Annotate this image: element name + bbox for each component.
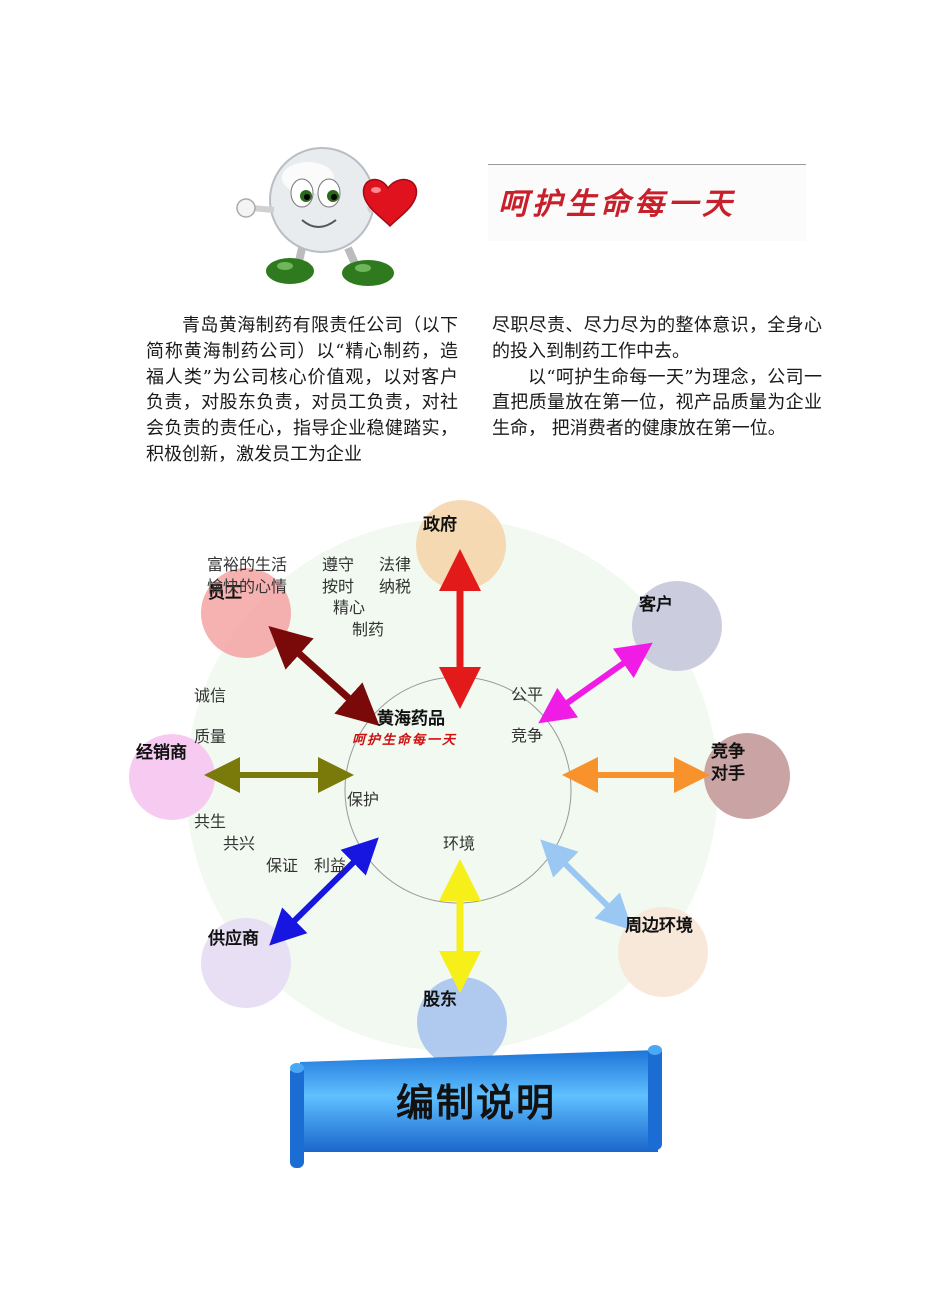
label-on-time: 按时 bbox=[322, 577, 354, 596]
node-circle-distributor bbox=[129, 734, 215, 820]
label-compete: 竞争 bbox=[511, 726, 543, 745]
intro-paragraph-left: 青岛黄海制药有限责任公司（以下简称黄海制药公司）以“精心制药，造福人类”为公司核… bbox=[146, 315, 458, 465]
label-coexist: 共生 bbox=[194, 812, 226, 831]
scroll-banner-shape bbox=[290, 1045, 662, 1168]
arrow-customer bbox=[538, 642, 653, 724]
label-rich-life: 富裕的生活 bbox=[207, 555, 287, 574]
label-quality: 质量 bbox=[194, 727, 226, 746]
node-label-supplier: 供应商 bbox=[207, 928, 259, 949]
label-pay-tax: 纳税 bbox=[379, 577, 411, 596]
label-make-medicine: 制药 bbox=[352, 620, 384, 639]
center-slogan: 呵护生命每一天 bbox=[352, 732, 457, 748]
node-circle-customer bbox=[632, 581, 722, 671]
node-circle-government bbox=[416, 500, 506, 590]
intro-left-column: 青岛黄海制药有限责任公司（以下简称黄海制药公司）以“精心制药，造福人类”为公司核… bbox=[146, 313, 458, 468]
label-happy-mood: 愉快的心情 bbox=[207, 577, 287, 596]
node-label-competitor-2: 对手 bbox=[711, 763, 745, 784]
label-environment: 环境 bbox=[443, 834, 475, 853]
node-label-customer: 客户 bbox=[638, 594, 673, 615]
slogan-calligraphy-image: 呵护生命每一天 bbox=[488, 164, 806, 241]
node-circle-competitor bbox=[704, 733, 790, 819]
label-careful: 精心 bbox=[333, 598, 365, 617]
label-protect: 保护 bbox=[347, 790, 379, 809]
mascot-illustration bbox=[236, 147, 418, 286]
label-fair: 公平 bbox=[511, 685, 543, 704]
node-circle-environment bbox=[618, 907, 708, 997]
node-circle-supplier bbox=[201, 918, 291, 1008]
arrow-employee bbox=[268, 625, 380, 727]
node-label-government: 政府 bbox=[423, 514, 457, 535]
node-label-distributor: 经销商 bbox=[136, 742, 187, 763]
stakeholder-diagram: 黄海药品 呵护生命每一天 政府 客户 竞争 对手 周边环境 股东 供应商 经销商… bbox=[129, 500, 790, 1067]
intro-paragraph-right-2: 以“呵护生命每一天”为理念，公司一直把质量放在第一位，视产品质量为企业生命， 把… bbox=[492, 366, 822, 440]
arrow-supplier bbox=[269, 837, 379, 946]
label-benefit: 利益 bbox=[314, 856, 346, 875]
intro-paragraph-right-1: 尽职尽责、尽力尽为的整体意识，全身心的投入到制药工作中去。 bbox=[492, 315, 822, 362]
slogan-text: 呵护生命每一天 bbox=[498, 187, 736, 222]
node-label-environment: 周边环境 bbox=[625, 915, 693, 936]
label-law: 法律 bbox=[379, 555, 411, 574]
center-title: 黄海药品 bbox=[377, 708, 445, 729]
label-prosper: 共兴 bbox=[223, 834, 255, 853]
banner-title: 编制说明 bbox=[395, 1081, 556, 1125]
intro-right-column: 尽职尽责、尽力尽为的整体意识，全身心的投入到制药工作中去。 以“呵护生命每一天”… bbox=[492, 313, 822, 442]
label-obey: 遵守 bbox=[322, 555, 354, 574]
title-banner: 编制说明 bbox=[286, 1044, 666, 1174]
label-guarantee: 保证 bbox=[266, 856, 298, 875]
node-circle-shareholder bbox=[417, 977, 507, 1067]
node-label-employee: 员工 bbox=[208, 583, 242, 603]
node-label-shareholder: 股东 bbox=[423, 989, 457, 1010]
arrow-environment bbox=[540, 839, 633, 931]
node-label-competitor-1: 竞争 bbox=[711, 741, 745, 762]
label-integrity: 诚信 bbox=[194, 686, 226, 705]
